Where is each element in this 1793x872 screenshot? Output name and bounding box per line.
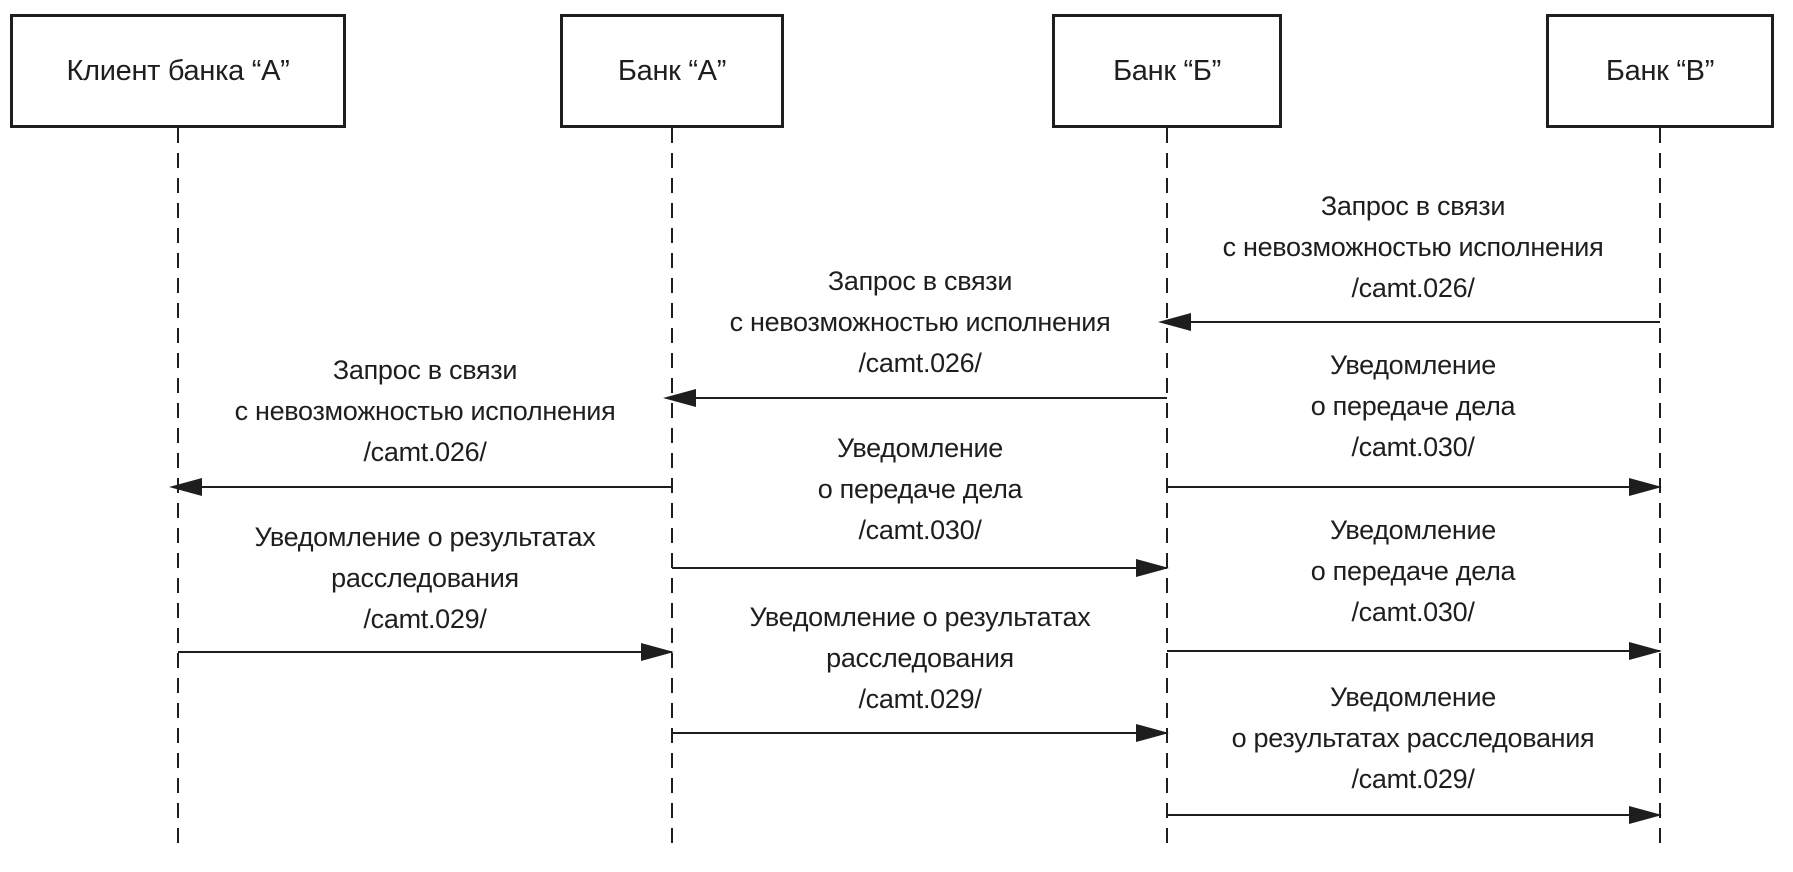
message-3-line-3: /camt.030/ [1351, 432, 1475, 462]
message-1-line-2: с невозможностью исполнения [1222, 232, 1604, 262]
message-7-line-3: /camt.029/ [363, 604, 487, 634]
message-8-arrowhead [1136, 724, 1169, 742]
message-3-label: Уведомление о передаче дела /camt.030/ [1173, 345, 1653, 468]
message-7-arrow [178, 651, 672, 653]
message-7-line-2: расследования [331, 563, 519, 593]
message-8-line-1: Уведомление о результатах [749, 602, 1091, 632]
message-3-line-2: о передаче дела [1310, 391, 1516, 421]
message-5-line-1: Уведомление [837, 433, 1003, 463]
message-4-arrow [178, 486, 672, 488]
message-5-line-3: /camt.030/ [858, 515, 982, 545]
actor-label: Банк “В” [1605, 54, 1715, 87]
message-5-arrow [672, 567, 1167, 569]
message-4-line-2: с невозможностью исполнения [234, 396, 616, 426]
message-7-line-1: Уведомление о результатах [254, 522, 596, 552]
message-9-arrow [1167, 814, 1660, 816]
actor-bank-a: Банк “А” [560, 14, 784, 128]
message-7-arrowhead [641, 643, 674, 661]
message-1-line-1: Запрос в связи [1320, 191, 1506, 221]
message-3-arrow [1167, 486, 1660, 488]
message-3-line-1: Уведомление [1330, 350, 1496, 380]
actor-bank-b: Банк “Б” [1052, 14, 1282, 128]
message-1-label: Запрос в связи с невозможностью исполнен… [1173, 186, 1653, 309]
message-2-line-1: Запрос в связи [827, 266, 1013, 296]
actor-label: Клиент банка “А” [66, 54, 290, 87]
message-2-label: Запрос в связи с невозможностью исполнен… [680, 261, 1160, 384]
message-5-arrowhead [1136, 559, 1169, 577]
message-4-line-1: Запрос в связи [332, 355, 518, 385]
message-6-label: Уведомление о передаче дела /camt.030/ [1173, 510, 1653, 633]
message-9-line-1: Уведомление [1330, 682, 1496, 712]
message-8-arrow [672, 732, 1167, 734]
message-6-line-2: о передаче дела [1310, 556, 1516, 586]
message-5-label: Уведомление о передаче дела /camt.030/ [680, 428, 1160, 551]
message-4-line-3: /camt.026/ [363, 437, 487, 467]
message-6-arrowhead [1629, 642, 1662, 660]
message-1-arrowhead [1158, 313, 1191, 331]
message-8-line-2: расследования [826, 643, 1014, 673]
actor-bank-v: Банк “В” [1546, 14, 1774, 128]
message-6-arrow [1167, 650, 1660, 652]
message-1-line-3: /camt.026/ [1351, 273, 1475, 303]
message-9-line-3: /camt.029/ [1351, 764, 1475, 794]
message-9-arrowhead [1629, 806, 1662, 824]
message-2-arrowhead [663, 389, 696, 407]
message-2-line-3: /camt.026/ [858, 348, 982, 378]
message-5-line-2: о передаче дела [817, 474, 1023, 504]
actor-label: Банк “Б” [1113, 54, 1221, 87]
message-9-label: Уведомление о результатах расследования … [1173, 677, 1653, 800]
message-3-arrowhead [1629, 478, 1662, 496]
lifeline-bank-b [1166, 128, 1168, 850]
message-6-line-1: Уведомление [1330, 515, 1496, 545]
actor-client-bank-a: Клиент банка “А” [10, 14, 346, 128]
message-9-line-2: о результатах расследования [1231, 723, 1595, 753]
message-7-label: Уведомление о результатах расследования … [185, 517, 665, 640]
message-8-line-3: /camt.029/ [858, 684, 982, 714]
message-1-arrow [1167, 321, 1660, 323]
actor-label: Банк “А” [617, 54, 727, 87]
message-2-line-2: с невозможностью исполнения [729, 307, 1111, 337]
message-4-label: Запрос в связи с невозможностью исполнен… [185, 350, 665, 473]
message-6-line-3: /camt.030/ [1351, 597, 1475, 627]
message-4-arrowhead [169, 478, 202, 496]
message-2-arrow [672, 397, 1167, 399]
lifeline-bank-a [671, 128, 673, 850]
message-8-label: Уведомление о результатах расследования … [680, 597, 1160, 720]
